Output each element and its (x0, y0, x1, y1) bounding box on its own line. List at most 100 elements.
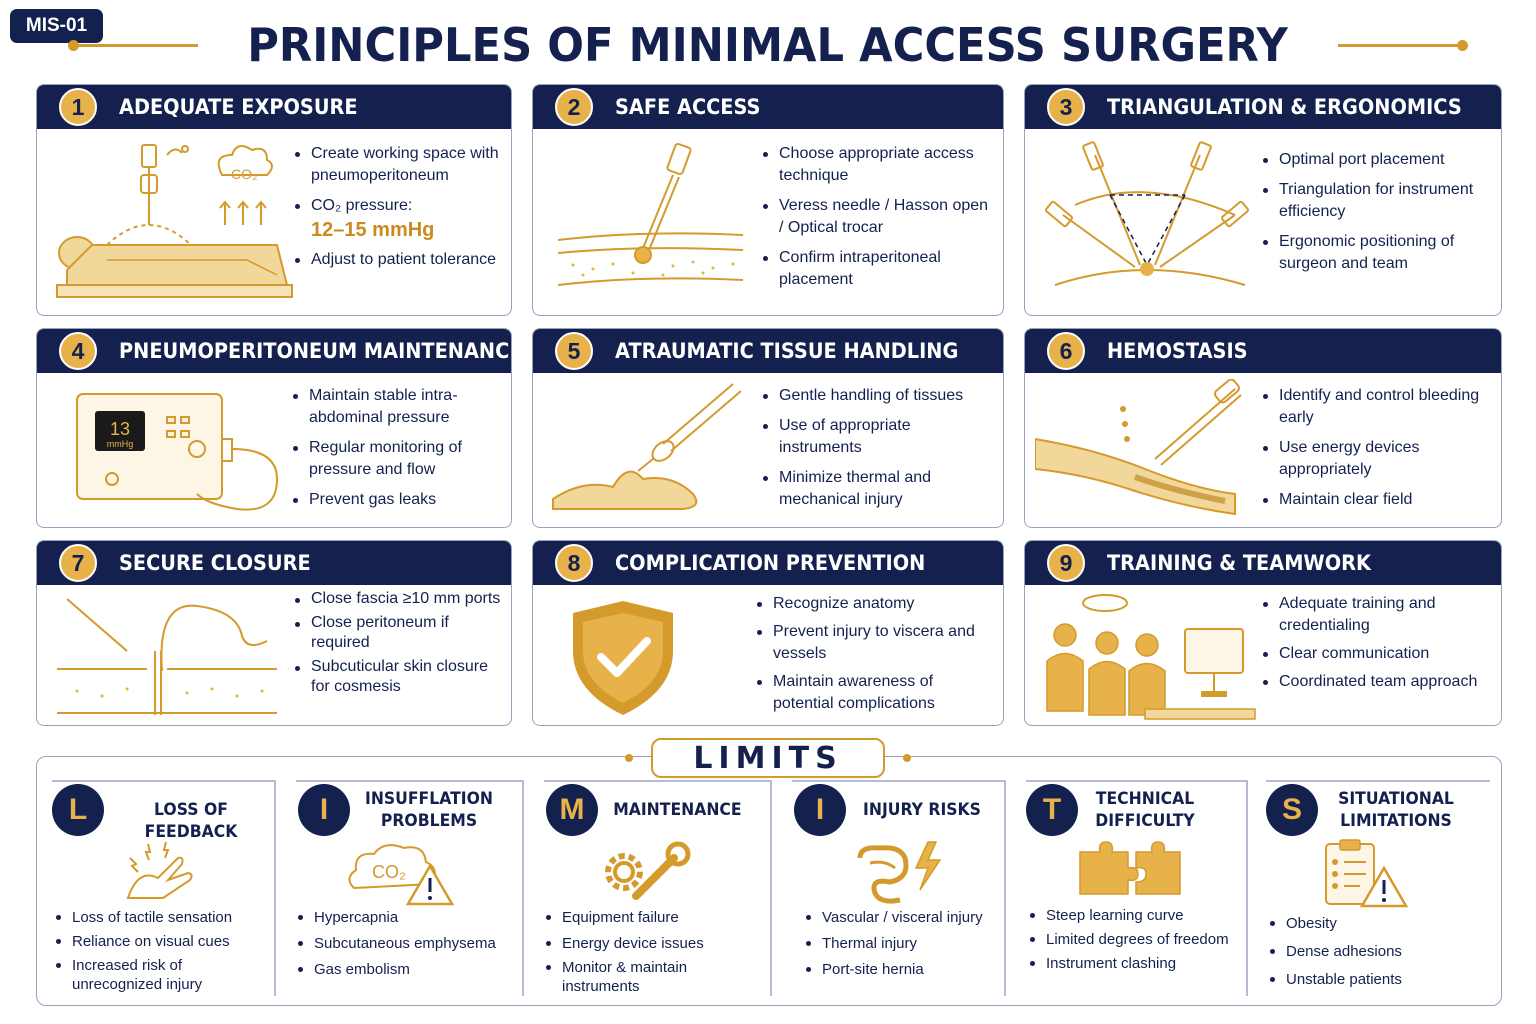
limit-heading: TECHNICAL DIFFICULTY (1095, 789, 1195, 831)
card-hemostasis: 6 HEMOSTASIS Identify and control bleedi… (1024, 328, 1502, 528)
shield-check-icon (573, 601, 673, 715)
title-ornament-left (68, 39, 199, 51)
limit-letter: T (1026, 784, 1078, 836)
card-number: 8 (555, 544, 593, 582)
trocar-triangulation-icon (1045, 141, 1249, 286)
bullet-item: Reliance on visual cues (56, 932, 268, 951)
title-row: PRINCIPLES OF MINIMAL ACCESS SURGERY (0, 12, 1536, 78)
limit-heading: SITUATIONAL LIMITATIONS (1338, 789, 1454, 831)
bullet-item: Maintain awareness of potential complica… (757, 671, 997, 715)
card-number: 4 (59, 332, 97, 370)
limit-technical-difficulty: T TECHNICAL DIFFICULTY Steep learning cu… (1026, 780, 1244, 996)
card-triangulation: 3 TRIANGULATION & ERGONOMICS (1024, 84, 1502, 316)
bullet-item: Regular monitoring of pressure and flow (293, 437, 505, 481)
bullet-item: Subcuticular skin closure for cosmesis (295, 657, 507, 697)
card-header: 4 PNEUMOPERITONEUM MAINTENANCE (37, 329, 511, 373)
column-divider (792, 780, 1004, 782)
card-adequate-exposure: 1 ADEQUATE EXPOSURE CO₂ Create (36, 84, 512, 316)
bullet-item: Recognize anatomy (757, 593, 997, 615)
card-title: TRIANGULATION & ERGONOMICS (1107, 95, 1462, 119)
bullet-list: Adequate training and credentialing Clea… (1263, 593, 1491, 699)
bullet-item: Steep learning curve (1030, 906, 1242, 925)
limit-letter: L (52, 784, 104, 836)
card-safe-access: 2 SAFE ACCESS Choose appropriate access … (532, 84, 1004, 316)
limit-heading: MAINTENANCE (613, 800, 742, 820)
column-divider (522, 780, 524, 996)
bullet-item: Choose appropriate access technique (763, 143, 993, 187)
limit-heading: INSUFFLATION PROBLEMS (365, 789, 493, 831)
bullet-item: Increased risk of unrecognized injury (56, 956, 268, 994)
suture-needle-icon (57, 598, 277, 715)
limit-injury-risks: I INJURY RISKS Vascular / visceral injur… (794, 780, 1002, 996)
limits-title: LIMITS (651, 738, 885, 778)
title-ornament-right (1337, 39, 1468, 51)
bullet-item: Identify and control bleeding early (1263, 385, 1491, 429)
card-title: ADEQUATE EXPOSURE (119, 95, 358, 119)
bullet-list: Create working space with pneumoperitone… (295, 143, 505, 279)
co2-warning-icon: CO₂ (348, 844, 455, 906)
bullet-item: Close fascia ≥10 mm ports (295, 589, 507, 609)
card-header: 3 TRIANGULATION & ERGONOMICS (1025, 85, 1501, 129)
column-divider (544, 780, 770, 782)
bullet-list: Close fascia ≥10 mm ports Close peritone… (295, 589, 507, 701)
limit-heading: INJURY RISKS (863, 800, 981, 820)
column-divider (1246, 780, 1248, 996)
card-header: 1 ADEQUATE EXPOSURE (37, 85, 511, 129)
ornament-dot (625, 754, 633, 762)
card-number: 1 (59, 88, 97, 126)
bullet-item: Adequate training and credentialing (1263, 593, 1491, 637)
card-title: PNEUMOPERITONEUM MAINTENANCE (119, 339, 512, 363)
column-divider (1026, 780, 1246, 782)
bullet-item: Vascular / visceral injury (806, 908, 1002, 927)
bullet-item: Monitor & maintain instruments (546, 958, 768, 996)
bullet-item: Maintain clear field (1263, 489, 1491, 511)
gear-wrench-icon (605, 841, 691, 900)
card-header: 2 SAFE ACCESS (533, 85, 1003, 129)
bullet-item: Maintain stable intra-abdominal pressure (293, 385, 505, 429)
insufflator-icon: 13 mmHg (76, 393, 279, 511)
bullet-list: Choose appropriate access technique Vere… (763, 143, 993, 299)
limit-letter: I (298, 784, 350, 836)
bullet-item: Use of appropriate instruments (763, 415, 997, 459)
card-training-teamwork: 9 TRAINING & TEAMWORK Adequate training … (1024, 540, 1502, 726)
bullet-item: Confirm intraperitoneal placement (763, 247, 993, 291)
bowel-lightning-icon (857, 841, 942, 904)
bullet-item: Gentle handling of tissues (763, 385, 997, 407)
veress-needle-icon (557, 142, 744, 286)
column-divider (52, 780, 274, 782)
bullet-item: Limited degrees of freedom (1030, 930, 1242, 949)
limit-insufflation-problems: I INSUFFLATION PROBLEMS CO₂ Hypercapnia … (298, 780, 520, 996)
bullet-item: Triangulation for instrument efficiency (1263, 179, 1491, 223)
card-header: 6 HEMOSTASIS (1025, 329, 1501, 373)
bullet-item: Port-site hernia (806, 960, 1002, 979)
card-title: SAFE ACCESS (615, 95, 761, 119)
bullet-item: Instrument clashing (1030, 954, 1242, 973)
bullet-item: Loss of tactile sensation (56, 908, 268, 927)
limit-letter: I (794, 784, 846, 836)
card-number: 9 (1047, 544, 1085, 582)
bullet-list: Recognize anatomy Prevent injury to visc… (757, 593, 997, 721)
bullet-item: Use energy devices appropriately (1263, 437, 1491, 481)
limits-title-row: LIMITS (0, 737, 1536, 779)
card-header: 9 TRAINING & TEAMWORK (1025, 541, 1501, 585)
bullet-item: Minimize thermal and mechanical injury (763, 467, 997, 511)
bullet-item: Gas embolism (298, 960, 520, 979)
card-header: 8 COMPLICATION PREVENTION (533, 541, 1003, 585)
card-header: 7 SECURE CLOSURE (37, 541, 511, 585)
column-divider (1004, 780, 1006, 996)
bullet-list: Gentle handling of tissues Use of approp… (763, 385, 997, 519)
grasper-icon (552, 383, 742, 510)
bullet-item: Energy device issues (546, 934, 768, 953)
bullet-item: Unstable patients (1270, 970, 1484, 989)
card-complication-prevention: 8 COMPLICATION PREVENTION Recognize anat… (532, 540, 1004, 726)
card-number: 7 (59, 544, 97, 582)
vessel-cautery-icon (1035, 379, 1242, 516)
bullet-item: Subcutaneous emphysema (298, 934, 520, 953)
card-number: 6 (1047, 332, 1085, 370)
puzzle-icon (1079, 841, 1181, 895)
card-atraumatic-handling: 5 ATRAUMATIC TISSUE HANDLING Gentle hand… (532, 328, 1004, 528)
column-divider (770, 780, 772, 996)
limit-situational-limitations: S SITUATIONAL LIMITATIONS Obesity Dense … (1266, 780, 1488, 996)
pressure-range: 12–15 mmHg (311, 219, 435, 241)
limit-bullets: Hypercapnia Subcutaneous emphysema Gas e… (298, 908, 520, 986)
